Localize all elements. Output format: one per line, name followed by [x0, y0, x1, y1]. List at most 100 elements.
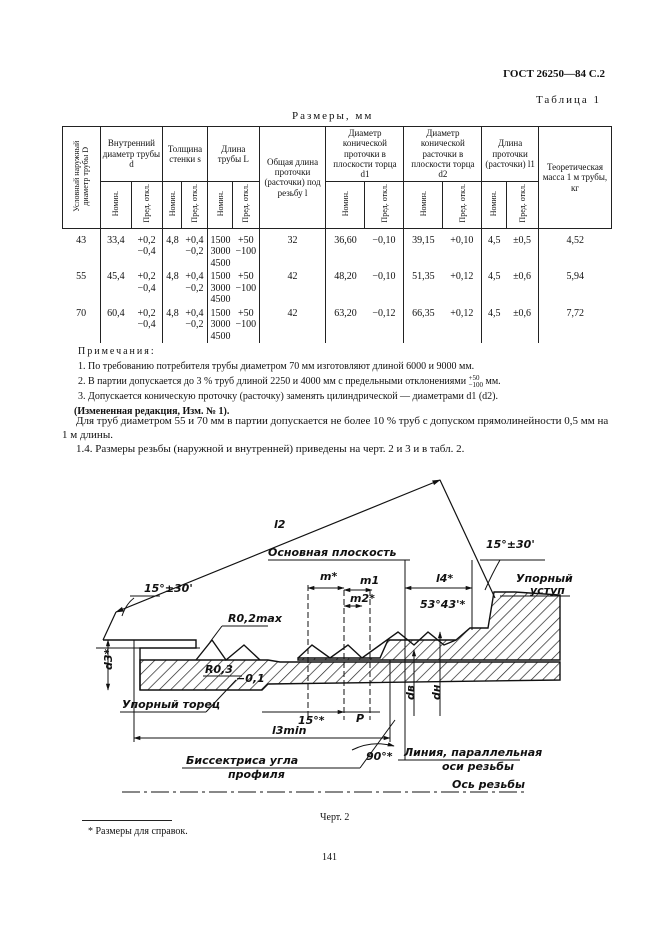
dv-label: dв	[404, 685, 417, 700]
edit-note: (Измененная редакция, Изм. № 1).	[74, 406, 230, 417]
cell-d1-dev: −0,10	[372, 271, 396, 283]
cell-s-dev: +0,4 −0,2	[185, 271, 204, 294]
cell-mass: 5,94	[537, 270, 612, 307]
note-2-text: 2. В партии допускается до 3 % труб длин…	[78, 376, 467, 387]
cell-l1: 4,5	[481, 306, 507, 344]
note-2: 2. В партии допускается до 3 % труб длин…	[78, 374, 501, 389]
l4-label: l4*	[436, 572, 453, 585]
angle-15-label: 15°*	[298, 714, 325, 727]
subheader-nom: Номин.	[403, 180, 443, 229]
sizes-label: Размеры, мм	[292, 110, 374, 122]
pitch-label: P	[356, 712, 364, 725]
cell-d: 60,4	[99, 306, 131, 344]
note-1: 1. По требованию потребителя трубы диаме…	[78, 361, 475, 372]
r02-label: R0,2max	[228, 612, 283, 625]
cell-D: 43	[76, 234, 87, 246]
cell-d2: 66,35	[403, 306, 443, 344]
r02-leader	[209, 625, 223, 643]
l3min-label: l3min	[272, 724, 307, 737]
footnote: * Размеры для справок.	[88, 826, 188, 837]
col-header-d2: Диаметр конической расточки в плоскости …	[403, 126, 483, 182]
basic-plane-label: Основная плоскость	[268, 546, 397, 559]
parallel-label-1: Линия, параллельная	[403, 746, 542, 759]
cell-L-dev: +50 −100	[235, 271, 257, 294]
cell-D: 70	[76, 307, 87, 319]
cell-d1-dev: −0,12	[372, 307, 396, 319]
subheader-nom: Номин.	[162, 180, 183, 229]
cell-l: 32	[258, 228, 326, 271]
thread-axis-label: Ось резьбы	[452, 778, 525, 791]
r03-label: R0,3	[205, 663, 233, 676]
col-header-wall-thickness: Толщина стенки s	[162, 126, 208, 182]
angle-90-arc	[351, 742, 395, 751]
d3-label: d3*	[102, 648, 115, 670]
col-header-mass: Теоретическая масса 1 м трубы, кг	[537, 126, 613, 229]
cell-d1: 63,20	[325, 306, 365, 344]
paragraph-1-4: 1.4. Размеры резьбы (наружной и внутренн…	[76, 443, 465, 455]
parallel-label-2: оси резьбы	[442, 760, 514, 773]
note-2-upper-tolerance: +50	[468, 373, 480, 382]
col-header-d1: Диаметр конической проточки в плоскости …	[325, 126, 405, 182]
pipe-thread	[195, 638, 261, 662]
cell-d2-dev: +0,12	[450, 271, 474, 283]
cell-d1: 36,60	[325, 228, 365, 271]
r03-tolerance: −0,1	[236, 672, 265, 685]
subheader-nom: Номин.	[481, 180, 507, 229]
subheader-dev: Пред. откл.	[505, 180, 539, 229]
subheader-dev: Пред. откл.	[232, 180, 260, 229]
cell-l1-dev: ±0,5	[513, 234, 532, 246]
cell-L: 1500 3000 4500	[206, 270, 233, 307]
subheader-dev: Пред. откл.	[181, 180, 208, 229]
cell-l: 42	[258, 306, 326, 344]
left-angle-arc	[121, 597, 135, 617]
dn-label: dн	[430, 684, 443, 700]
subheader-dev: Пред. откл.	[441, 180, 483, 229]
cell-l1-dev: ±0,6	[513, 271, 532, 283]
subheader-dev: Пред. откл.	[363, 180, 405, 229]
subheader-nom: Номин.	[206, 180, 234, 229]
cell-D: 55	[76, 271, 87, 283]
col-header-length: Длина трубы L	[206, 126, 260, 182]
cell-L-dev: +50 −100	[235, 307, 257, 331]
coupling-thread	[297, 631, 457, 659]
cell-d1-dev: −0,10	[372, 234, 396, 246]
notes-heading: Примечания:	[78, 346, 156, 357]
cell-s: 4,8	[162, 228, 182, 271]
cell-L: 1500 3000 4500	[206, 228, 233, 271]
cell-d2-dev: +0,12	[450, 307, 474, 319]
angle-53-label: 53°43'*	[420, 598, 465, 611]
col-header-l1: Длина проточки (расточки) l1	[481, 126, 539, 182]
right-angle-label: 15°±30'	[486, 538, 535, 551]
subheader-nom: Номин.	[325, 180, 365, 229]
left-angle-label: 15°±30'	[144, 582, 193, 595]
cell-d-dev: +0,2 −0,4	[137, 271, 156, 294]
cell-d-dev: +0,2 −0,4	[137, 307, 156, 331]
cell-d-dev: +0,2 −0,4	[137, 234, 156, 258]
cell-s-dev: +0,4 −0,2	[185, 234, 204, 258]
col-header-total-length: Общая длина проточки (расточки) под резь…	[258, 126, 327, 229]
cell-l: 42	[258, 270, 326, 307]
m2-label: m2*	[350, 592, 375, 605]
cell-s-dev: +0,4 −0,2	[185, 307, 204, 331]
subheader-dev: Пред. откл.	[130, 180, 164, 229]
cell-s: 4,8	[162, 306, 182, 344]
cell-d: 33,4	[99, 228, 131, 271]
m-label: m*	[320, 570, 337, 583]
angle-90-label: 90°*	[366, 750, 393, 763]
m1-label: m1	[360, 574, 379, 587]
note-3: 3. Допускается коническую проточку (раст…	[78, 391, 498, 402]
bisector-label-1: Биссектриса угла	[186, 754, 298, 767]
cell-d: 45,4	[99, 270, 131, 307]
pipe-body	[139, 659, 561, 691]
cell-d2-dev: +0,10	[450, 234, 474, 246]
stop-shoulder-label-2: уступ	[530, 584, 565, 597]
cell-d1: 48,20	[325, 270, 365, 307]
document-header: ГОСТ 26250—84 С.2	[503, 68, 605, 80]
cell-d2: 51,35	[403, 270, 443, 307]
footnote-rule	[82, 820, 172, 821]
cell-s: 4,8	[162, 270, 182, 307]
bisector-label-2: профиля	[228, 768, 285, 781]
l2-dimension	[102, 479, 496, 641]
